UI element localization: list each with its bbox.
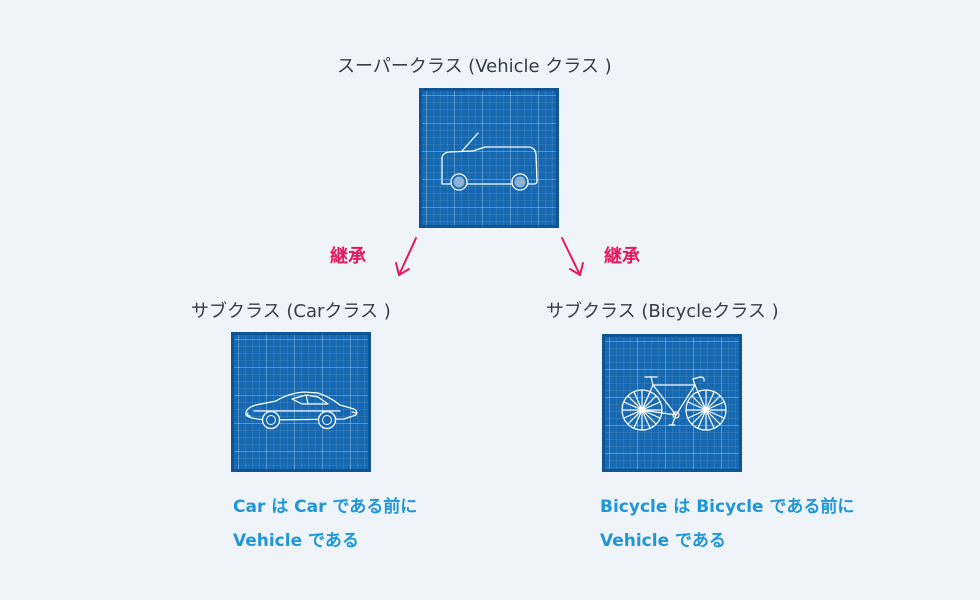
bicycle-blueprint: [602, 334, 742, 472]
sports-car-icon: [245, 391, 358, 430]
car-blueprint: [231, 332, 371, 472]
bicycle-subclass-title: サブクラス (Bicycleクラス ): [546, 301, 779, 322]
vehicle-icon: [441, 132, 538, 191]
inheritance-label-left: 継承: [330, 246, 366, 267]
bicycle-icon: [621, 376, 727, 431]
car-subclass-title: サブクラス (Carクラス ): [191, 301, 391, 322]
bicycle-description: Bicycle は Bicycle である前に Vehicle である: [600, 490, 854, 558]
car-description-line2: Vehicle である: [233, 531, 359, 551]
left-arrow: [398, 237, 417, 276]
bicycle-description-line1: Bicycle は Bicycle である前に: [600, 497, 855, 517]
superclass-blueprint: [419, 88, 559, 228]
bicycle-description-line2: Vehicle である: [600, 531, 726, 551]
right-arrow: [561, 237, 581, 276]
car-description-line1: Car は Car である前に: [233, 497, 418, 517]
superclass-title: スーパークラス (Vehicle クラス ): [337, 56, 612, 77]
car-description: Car は Car である前に Vehicle である: [233, 490, 417, 558]
inheritance-label-right: 継承: [604, 246, 640, 267]
